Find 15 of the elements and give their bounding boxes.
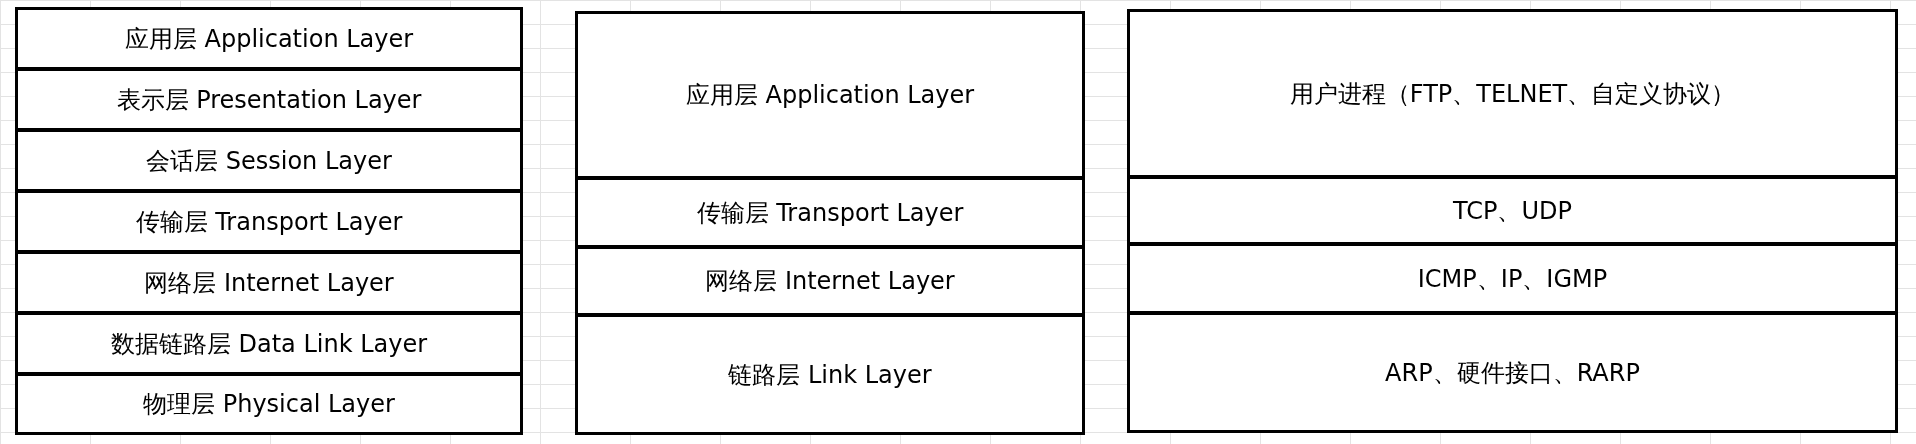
layer-box: 传输层 Transport Layer xyxy=(15,190,523,253)
layer-box: TCP、UDP xyxy=(1127,176,1898,245)
layer-box: 数据链路层 Data Link Layer xyxy=(15,312,523,375)
layer-box: 传输层 Transport Layer xyxy=(575,177,1085,248)
layer-box: 表示层 Presentation Layer xyxy=(15,68,523,131)
layer-box: 会话层 Session Layer xyxy=(15,129,523,192)
layer-box: 网络层 Internet Layer xyxy=(15,251,523,314)
layer-box: 链路层 Link Layer xyxy=(575,314,1085,435)
layer-box: 应用层 Application Layer xyxy=(15,7,523,70)
layer-box: 用户进程（FTP、TELNET、自定义协议） xyxy=(1127,9,1898,178)
layer-box: ARP、硬件接口、RARP xyxy=(1127,312,1898,433)
layer-box: 应用层 Application Layer xyxy=(575,11,1085,179)
layer-box: 网络层 Internet Layer xyxy=(575,246,1085,316)
layer-box: 物理层 Physical Layer xyxy=(15,373,523,435)
layer-box: ICMP、IP、IGMP xyxy=(1127,243,1898,314)
